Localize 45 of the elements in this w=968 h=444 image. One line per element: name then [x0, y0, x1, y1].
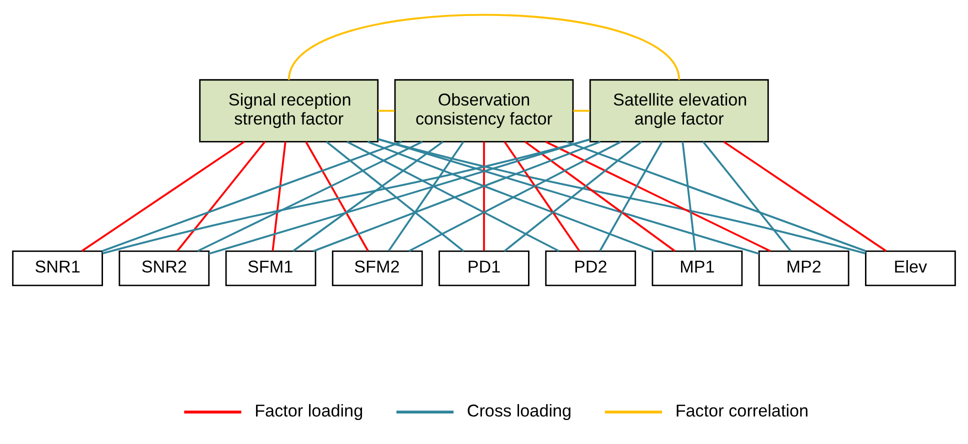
node-box: MP2: [758, 250, 850, 286]
connector: [176, 141, 266, 252]
node-box: SNR1: [12, 250, 103, 286]
connector: [682, 142, 696, 251]
connector: [566, 140, 866, 252]
connector: [292, 140, 444, 252]
connector: [483, 142, 485, 251]
connector: [312, 140, 601, 252]
node-box: PD1: [438, 250, 530, 286]
connector: [378, 138, 760, 255]
node-box: PD2: [545, 250, 636, 286]
connector: [367, 140, 656, 252]
connector: [573, 110, 590, 112]
legend-label: Cross loading: [466, 400, 572, 420]
connector: [208, 138, 590, 255]
connector: [388, 141, 464, 252]
connector: [524, 140, 676, 252]
node-box: Elev: [865, 250, 956, 286]
legend-label: Factor loading: [254, 400, 364, 420]
node-box: SNR2: [118, 250, 210, 286]
connector: [378, 110, 395, 112]
connector: [702, 141, 792, 252]
connector: [81, 140, 245, 252]
connector: [378, 138, 866, 254]
connector: [599, 141, 663, 252]
connector: [326, 141, 464, 252]
connector: [102, 140, 402, 252]
connector: [504, 141, 642, 252]
connector: [346, 140, 560, 252]
connector: [408, 140, 622, 252]
node-box: MP1: [652, 250, 743, 286]
node-box: Signal reception strength factor: [199, 79, 379, 142]
connector: [102, 138, 590, 254]
connector: [305, 141, 369, 252]
node-box: SFM2: [332, 250, 423, 286]
connector: [545, 140, 771, 252]
connector: [272, 142, 286, 251]
legend-label: Factor correlation: [675, 400, 809, 420]
node-box: Satellite elevation angle factor: [589, 79, 769, 142]
connector: [723, 140, 887, 252]
connector: [504, 141, 580, 252]
connector: [197, 140, 423, 252]
node-box: Observation consistency factor: [394, 79, 574, 142]
node-box: SFM1: [225, 250, 316, 286]
connector: [288, 14, 680, 80]
